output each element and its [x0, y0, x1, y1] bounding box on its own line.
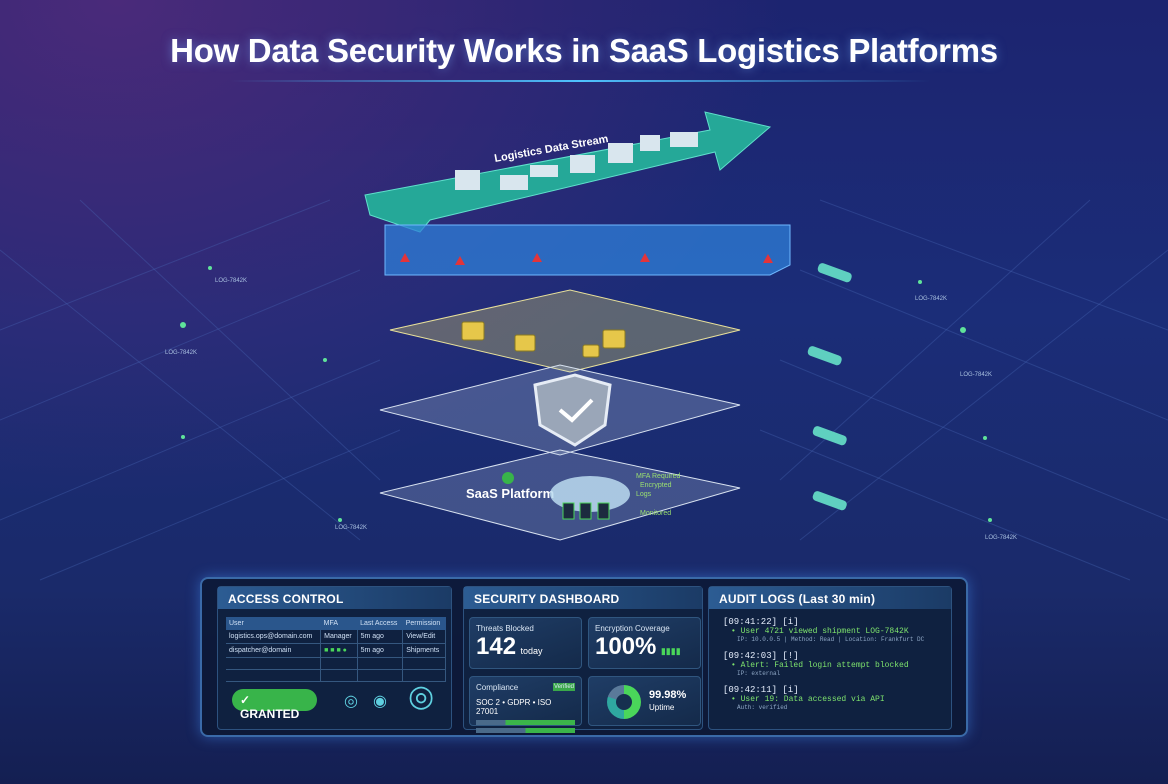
- security-dashboard-panel: SECURITY DASHBOARD Threats Blocked 142 t…: [463, 586, 703, 733]
- platform-label: SaaS Platform: [466, 486, 554, 501]
- data-stream-arrow: [364, 111, 772, 233]
- face-id-icon: ◉: [373, 693, 387, 710]
- check-icon: [502, 472, 514, 484]
- svg-text:Logs: Logs: [636, 491, 652, 498]
- network-nodes: [180, 266, 992, 522]
- encryption-card: Encryption Coverage 100% ▮▮▮▮: [588, 617, 701, 669]
- server-shield-icons: [562, 502, 610, 520]
- threat-alert-icons: [400, 253, 773, 265]
- panel-title: SECURITY DASHBOARD: [464, 587, 702, 609]
- audit-logs-panel: AUDIT LOGS (Last 30 min) [09:41:22] [i]•…: [708, 586, 952, 730]
- threats-card: Threats Blocked 142 today: [469, 617, 582, 669]
- node-label: LOG-7842K: [215, 278, 248, 284]
- audit-log-list: [09:41:22] [i]• User 4721 viewed shipmen…: [723, 617, 925, 711]
- svg-text:Monitored: Monitored: [640, 510, 671, 517]
- fingerprint-icon: ◎: [344, 693, 358, 710]
- shipment-icons: [455, 132, 698, 190]
- svg-text:Encrypted: Encrypted: [640, 482, 672, 489]
- node-label: LOG-7842K: [960, 372, 993, 378]
- uptime-card: 99.98% Uptime: [588, 676, 701, 726]
- panel-title: ACCESS CONTROL: [218, 587, 451, 609]
- shield-check-icon: [533, 373, 612, 447]
- key-icons: [807, 263, 852, 511]
- node-label: LOG-7842K: [335, 525, 368, 531]
- firewall-layer: [384, 224, 791, 276]
- panel-title: AUDIT LOGS (Last 30 min): [709, 587, 951, 609]
- uptime-donut: [607, 685, 641, 719]
- encryption-layer: [389, 289, 741, 373]
- fingerprint-large-icon: ◎: [408, 680, 435, 713]
- node-label: LOG-7842K: [915, 296, 948, 302]
- title-underline: [230, 80, 930, 82]
- page-title: How Data Security Works in SaaS Logistic…: [170, 32, 998, 69]
- node-label: LOG-7842K: [165, 350, 198, 356]
- granted-badge: ✓ GRANTED: [232, 689, 317, 721]
- node-label: LOG-7842K: [985, 535, 1018, 541]
- compliance-card: Compliance Verified SOC 2 • GDPR • ISO 2…: [469, 676, 582, 733]
- network-grid: [0, 199, 1168, 581]
- lock-icons: [461, 321, 626, 358]
- svg-text:MFA Required: MFA Required: [636, 473, 680, 480]
